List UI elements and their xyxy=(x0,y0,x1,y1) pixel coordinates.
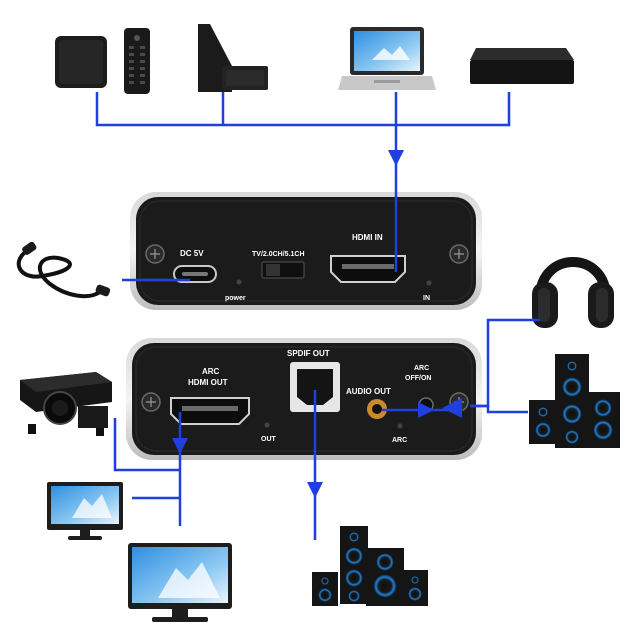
hdmi-in-port xyxy=(330,255,406,283)
hdmi-out-port xyxy=(170,397,250,425)
laptop-icon xyxy=(338,27,436,90)
spdif-port xyxy=(290,362,340,412)
arc-label: ARC xyxy=(202,367,220,376)
screw-icon xyxy=(141,392,161,412)
projector-icon xyxy=(20,372,112,436)
out-led xyxy=(264,422,270,428)
mode-switch xyxy=(261,261,305,279)
arrow-icons xyxy=(172,150,462,498)
power-label: power xyxy=(225,295,246,302)
spdif-out-label: SPDIF OUT xyxy=(287,349,330,358)
speaker-line xyxy=(470,404,528,414)
dc-5v-label: DC 5V xyxy=(180,249,204,258)
mode-switch-label: TV/2.0CH/5.1CH xyxy=(252,251,305,258)
speaker-system-icon xyxy=(529,354,620,448)
power-led xyxy=(236,279,242,285)
game-console-icon xyxy=(198,24,268,92)
down-arrow-icon xyxy=(307,482,323,498)
left-arrow-icon xyxy=(442,398,462,418)
tv-icon xyxy=(128,543,232,622)
projector-line xyxy=(113,418,180,472)
screw-icon xyxy=(145,244,165,264)
in-label: IN xyxy=(423,295,430,302)
hdmi-out-label: HDMI OUT xyxy=(188,378,228,387)
speaker-system-icon xyxy=(312,526,428,606)
connection-lines xyxy=(95,92,540,540)
usb-c-port xyxy=(173,265,217,283)
down-arrow-icon xyxy=(388,150,404,166)
in-led xyxy=(426,280,432,286)
arc-switch-label-bottom: OFF/ON xyxy=(405,375,431,382)
out-label: OUT xyxy=(261,436,277,443)
remote-icon xyxy=(124,28,150,94)
headphones-icon xyxy=(532,257,614,328)
screw-icon xyxy=(449,244,469,264)
input-panel: DC 5V power TV/2.0CH/5.1CH HDMI IN IN xyxy=(130,192,482,310)
arc-small-label: ARC xyxy=(392,437,407,444)
media-player-icon xyxy=(470,48,574,84)
source-bus-line xyxy=(95,92,511,127)
monitor-icon xyxy=(47,482,123,540)
audio-out-label: AUDIO OUT xyxy=(346,387,391,396)
output-panel: ARC HDMI OUT OUT SPDIF OUT AUDIO OUT ARC… xyxy=(126,338,482,460)
arc-led xyxy=(397,423,403,429)
right-arrow-icon xyxy=(418,402,434,418)
down-arrow-icon xyxy=(172,438,188,454)
usb-c-cable-icon xyxy=(16,241,111,299)
arc-switch-label-top: ARC xyxy=(414,365,429,372)
audio-jack xyxy=(367,399,387,419)
hdmi-in-label: HDMI IN xyxy=(352,233,383,242)
set-top-box-icon xyxy=(55,36,107,88)
